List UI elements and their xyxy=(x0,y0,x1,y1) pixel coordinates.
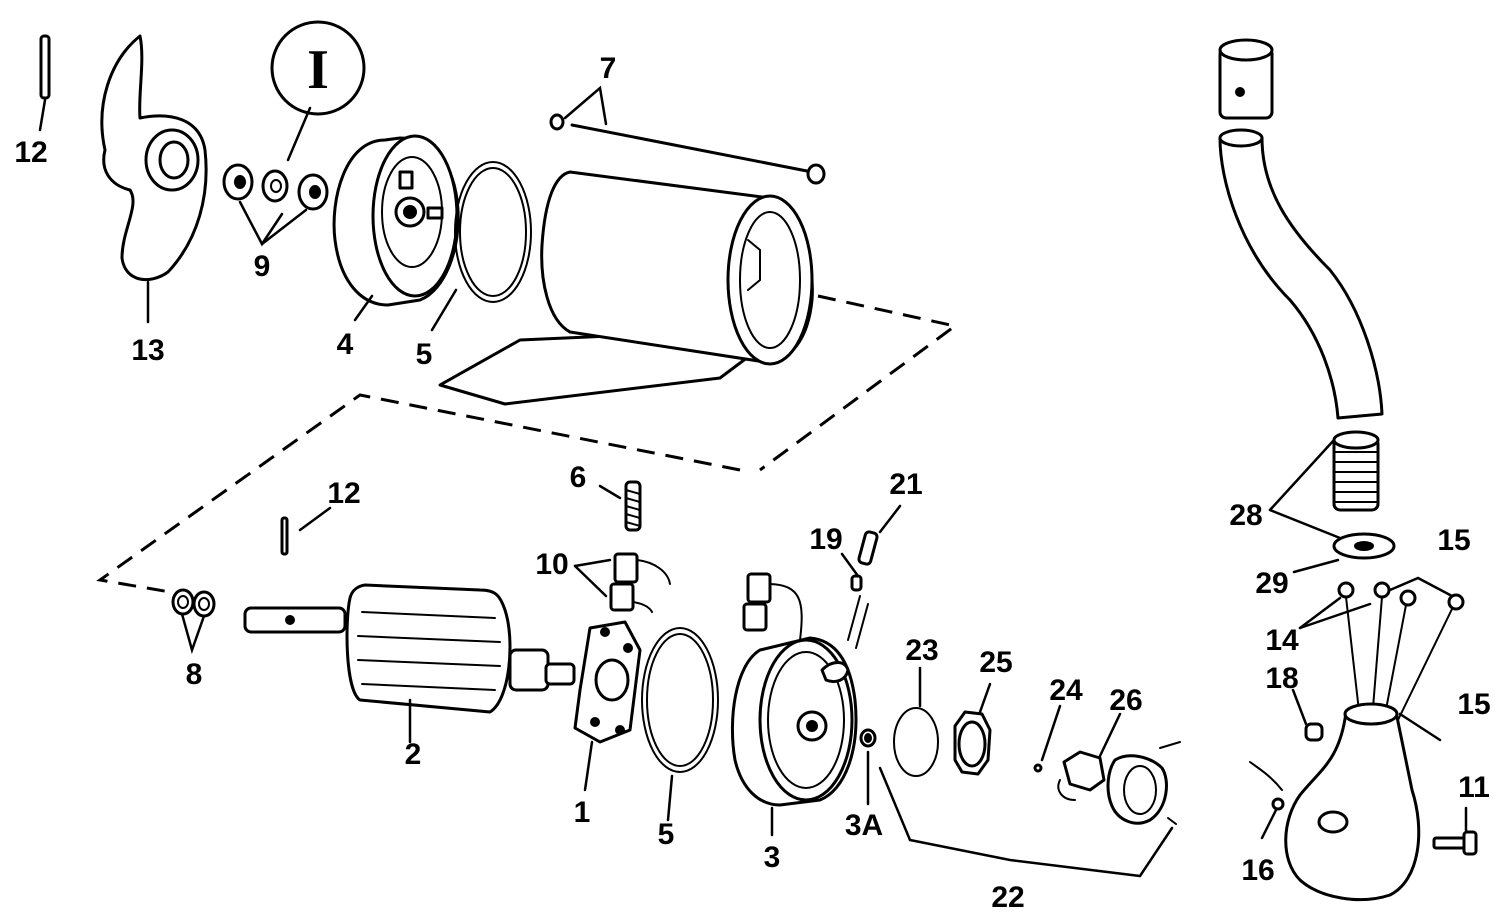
contact-pins-part xyxy=(847,530,879,649)
steering-tube-part xyxy=(1218,38,1384,512)
through-bolt-part xyxy=(549,113,826,185)
callout-6: 6 xyxy=(570,461,587,494)
callout-11: 11 xyxy=(1458,771,1490,804)
callout-12: 12 xyxy=(327,477,360,510)
switch-assembly-part xyxy=(1057,741,1181,825)
callout-21: 19 xyxy=(809,523,842,556)
callout-27: 26 xyxy=(1109,684,1142,717)
callout-3a: 3A xyxy=(845,809,883,842)
assembly-guide-lines xyxy=(96,294,959,594)
callout-15: 15 xyxy=(1457,688,1490,721)
callout-1: 1 xyxy=(574,796,591,829)
callout-labels: 12 13 9 4 5 7 6 12 10 8 2 1 5 3 3A 19 21… xyxy=(14,52,1490,912)
callout-28: 28 xyxy=(1229,499,1262,532)
callout-7: 7 xyxy=(600,52,617,85)
small-pin-part xyxy=(280,516,289,556)
callout-5-upper: 5 xyxy=(416,338,433,371)
propeller-part xyxy=(100,34,208,281)
plug-part xyxy=(1304,722,1324,742)
brush-spring-part xyxy=(624,480,642,532)
callout-25: 24 xyxy=(1049,674,1083,707)
tube-washer-part xyxy=(1332,532,1396,560)
callout-9: 9 xyxy=(254,250,271,283)
end-cap-part xyxy=(332,134,460,307)
callout-22: 21 xyxy=(889,468,922,501)
propeller-pin-part xyxy=(39,34,51,100)
callout-8: 8 xyxy=(186,658,203,691)
callout-23: 22 xyxy=(991,881,1024,912)
thrust-washers-part xyxy=(171,588,216,618)
callout-4: 4 xyxy=(337,328,354,361)
callout-14: 13 xyxy=(131,334,164,367)
inset-symbol: I xyxy=(307,39,329,101)
callout-29: 29 xyxy=(1255,567,1288,600)
detail-inset: I xyxy=(270,20,366,116)
callout-2: 2 xyxy=(405,738,422,771)
callout-26: 25 xyxy=(979,646,1012,679)
terminal-pin-part xyxy=(1033,763,1043,773)
retaining-ring-part xyxy=(893,707,939,777)
callout-18: 16 xyxy=(1241,854,1274,887)
callout-19: 18 xyxy=(1265,662,1298,695)
lock-nut-part xyxy=(953,710,992,776)
motor-housing-part xyxy=(438,170,814,406)
brushes-part xyxy=(609,552,671,613)
leader-lines xyxy=(38,85,1468,878)
bushing-set-part xyxy=(222,163,329,211)
callout-17: 15 xyxy=(1437,524,1470,557)
armature-part xyxy=(243,583,576,714)
callout-3: 3 xyxy=(764,841,781,874)
wire-leads-part xyxy=(1337,581,1465,721)
callout-10: 10 xyxy=(535,548,568,581)
bushing-part xyxy=(859,728,877,748)
upper-o-ring-part xyxy=(454,161,532,303)
callout-24: 23 xyxy=(905,634,938,667)
lower-unit-housing-part xyxy=(1249,702,1421,902)
callout-13: 12 xyxy=(14,136,47,169)
small-screw-part xyxy=(1271,797,1285,811)
lower-o-ring-part xyxy=(641,627,719,773)
callout-5-lower: 5 xyxy=(658,818,675,851)
callout-16: 14 xyxy=(1265,624,1299,657)
brush-plate-part xyxy=(573,620,642,744)
end-housing-part xyxy=(730,572,858,807)
housing-bolt-part xyxy=(1432,830,1478,856)
